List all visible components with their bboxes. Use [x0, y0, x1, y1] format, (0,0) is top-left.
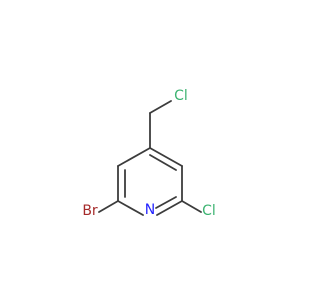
atom-labels: Cl N Br Cl — [82, 88, 216, 219]
bond-c6-cl — [181, 200, 202, 213]
atom-label-chloromethyl-cl: Cl — [174, 88, 188, 104]
molecule-structure: Cl N Br Cl — [82, 88, 216, 219]
bond-n-c6-inner — [155, 196, 177, 209]
bond-ch2-cl — [149, 100, 172, 114]
atom-label-ring-nitrogen: N — [145, 202, 155, 218]
bond-c5-c4-inner — [149, 154, 177, 171]
bond-n-c6 — [156, 200, 183, 216]
bond-layer — [98, 100, 202, 216]
bond-c2-n — [117, 200, 144, 216]
bond-c2-br — [98, 200, 119, 213]
bond-c4-c3 — [117, 147, 151, 167]
atom-label-chlorine: Cl — [202, 203, 216, 219]
bond-c5-c4 — [149, 147, 183, 167]
atom-label-bromine: Br — [82, 203, 98, 219]
